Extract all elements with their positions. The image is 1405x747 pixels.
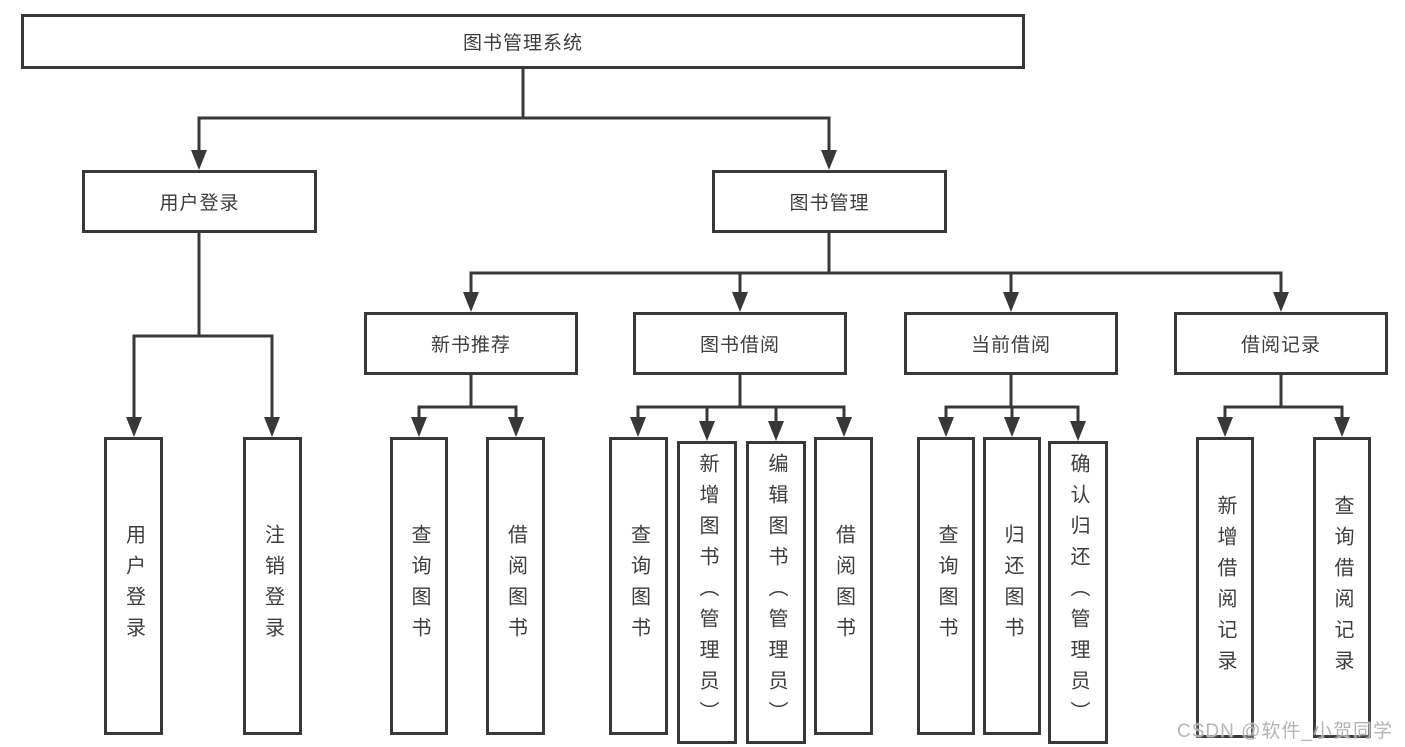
node-current-borrowing: 当前借阅 bbox=[904, 312, 1118, 375]
node-query-borrow-record: 查询借阅记录 bbox=[1313, 437, 1371, 738]
node-edit-books-admin: 编辑图书（管理员） bbox=[746, 441, 806, 744]
node-label: 图书借阅 bbox=[699, 335, 780, 356]
node-label: 图书管理 bbox=[789, 193, 870, 214]
node-label: 新增图书（管理员） bbox=[696, 453, 718, 732]
node-add-books-admin: 新增图书（管理员） bbox=[677, 441, 737, 744]
node-label: 用户登录 bbox=[159, 193, 240, 214]
watermark: CSDN @软件_小贺同学 bbox=[1177, 721, 1393, 742]
node-borrow-books-rec: 借阅图书 bbox=[486, 437, 545, 735]
node-label: 新书推荐 bbox=[430, 335, 511, 356]
node-confirm-return-admin: 确认归还（管理员） bbox=[1048, 441, 1108, 744]
node-label: 查询图书 bbox=[935, 524, 957, 648]
node-label: 注销登录 bbox=[261, 524, 284, 648]
node-library-management-system: 图书管理系统 bbox=[21, 14, 1025, 69]
node-label: 新增借阅记录 bbox=[1214, 494, 1236, 681]
node-return-books: 归还图书 bbox=[983, 437, 1041, 735]
node-label: 编辑图书（管理员） bbox=[765, 453, 787, 732]
node-user-login: 用户登录 bbox=[82, 170, 317, 233]
node-label: 用户登录 bbox=[122, 524, 145, 648]
node-label: 查询图书 bbox=[408, 524, 430, 648]
connector-path bbox=[132, 67, 1344, 425]
node-label: 查询图书 bbox=[627, 524, 650, 648]
node-borrowing-records: 借阅记录 bbox=[1174, 312, 1388, 375]
node-book-borrowing: 图书借阅 bbox=[633, 312, 847, 375]
node-label: 借阅图书 bbox=[504, 524, 527, 648]
node-borrow-books-leaf: 借阅图书 bbox=[814, 437, 873, 735]
node-logout: 注销登录 bbox=[243, 437, 302, 735]
node-label: 归还图书 bbox=[1001, 524, 1023, 648]
node-book-management: 图书管理 bbox=[712, 170, 947, 233]
node-label: 查询借阅记录 bbox=[1331, 494, 1353, 681]
node-query-books-rec: 查询图书 bbox=[390, 437, 448, 735]
node-query-books-current: 查询图书 bbox=[917, 437, 975, 735]
node-label: 借阅记录 bbox=[1240, 335, 1321, 356]
node-label: 当前借阅 bbox=[970, 335, 1051, 356]
node-new-book-recommendation: 新书推荐 bbox=[364, 312, 578, 375]
arrowheads bbox=[126, 150, 1350, 441]
node-label: 图书管理系统 bbox=[462, 33, 583, 54]
node-add-borrow-record: 新增借阅记录 bbox=[1196, 437, 1254, 738]
node-query-books-borrow: 查询图书 bbox=[609, 437, 668, 735]
node-user-login-leaf: 用户登录 bbox=[104, 437, 163, 735]
node-label: 确认归还（管理员） bbox=[1067, 453, 1089, 732]
node-label: 借阅图书 bbox=[832, 524, 855, 648]
